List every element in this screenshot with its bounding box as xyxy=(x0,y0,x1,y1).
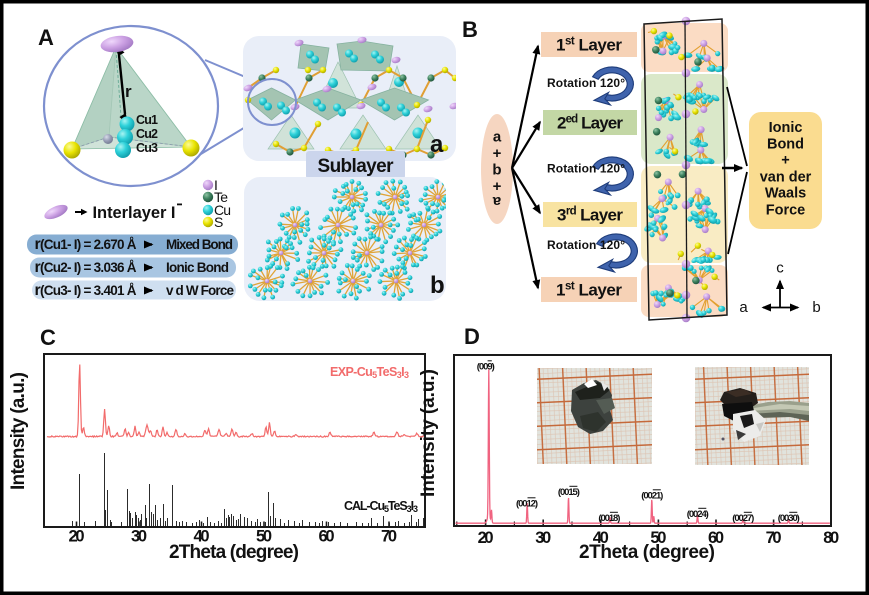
svg-text:b: b xyxy=(492,162,501,179)
svg-text:50: 50 xyxy=(256,528,272,546)
svg-text:Cu2: Cu2 xyxy=(136,127,158,141)
svg-text:Waals: Waals xyxy=(765,186,806,202)
svg-text:30: 30 xyxy=(535,529,551,547)
svg-text:a: a xyxy=(430,131,444,158)
svg-text:40: 40 xyxy=(194,528,210,546)
svg-text:2Theta (degree): 2Theta (degree) xyxy=(579,542,715,563)
svg-text:(0012): (0012) xyxy=(516,499,538,510)
svg-text:(0021): (0021) xyxy=(641,491,663,502)
svg-text:Cu3: Cu3 xyxy=(136,141,158,155)
svg-text:(0015): (0015) xyxy=(558,487,580,498)
svg-text:r: r xyxy=(125,82,132,101)
svg-text:r(Cu2- I) = 3.036 Å: r(Cu2- I) = 3.036 Å xyxy=(35,259,137,276)
svg-text:CAL-Cu5TeS3I3: CAL-Cu5TeS3I3 xyxy=(344,499,418,514)
svg-text:r(Cu3- I) = 3.401 Å: r(Cu3- I) = 3.401 Å xyxy=(35,282,137,299)
svg-text:60: 60 xyxy=(319,528,335,546)
svg-text:2Theta (degree): 2Theta (degree) xyxy=(169,542,299,563)
svg-text:v d W Force: v d W Force xyxy=(166,283,234,298)
svg-text:Force: Force xyxy=(766,203,806,219)
svg-text:+: + xyxy=(493,178,502,195)
svg-text:Rotation 120°: Rotation 120° xyxy=(547,162,625,176)
svg-text:+: + xyxy=(493,145,502,162)
svg-text:C: C xyxy=(40,325,56,350)
svg-text:Te: Te xyxy=(214,189,228,205)
svg-text:B: B xyxy=(462,17,478,42)
svg-text:a: a xyxy=(493,129,502,146)
svg-text:20: 20 xyxy=(69,528,85,546)
svg-text:60: 60 xyxy=(708,529,724,547)
svg-text:(0027): (0027) xyxy=(732,513,754,524)
svg-text:Cu1: Cu1 xyxy=(136,113,158,127)
svg-text:b: b xyxy=(812,299,820,316)
svg-text:(0024): (0024) xyxy=(687,509,709,520)
svg-text:(009): (009) xyxy=(477,362,495,373)
svg-text:van der: van der xyxy=(760,170,812,186)
svg-text:D: D xyxy=(464,324,480,349)
svg-text:Mixed Bond: Mixed Bond xyxy=(166,237,233,252)
svg-text:(0030): (0030) xyxy=(778,513,800,524)
svg-text:b: b xyxy=(430,272,445,299)
svg-text:+: + xyxy=(781,153,789,169)
svg-text:a: a xyxy=(492,193,501,210)
svg-text:40: 40 xyxy=(593,529,609,547)
svg-text:80: 80 xyxy=(823,529,839,547)
svg-text:Sublayer: Sublayer xyxy=(318,156,395,177)
svg-text:50: 50 xyxy=(650,529,666,547)
svg-text:Rotation 120°: Rotation 120° xyxy=(547,238,625,252)
svg-text:70: 70 xyxy=(766,529,782,547)
svg-text:Ionic: Ionic xyxy=(769,120,803,136)
svg-text:Ionic Bond: Ionic Bond xyxy=(166,260,229,275)
svg-text:a: a xyxy=(739,299,748,316)
svg-text:I: I xyxy=(214,177,218,193)
svg-text:Rotation 120°: Rotation 120° xyxy=(547,76,625,90)
svg-text:S: S xyxy=(214,214,223,230)
svg-text:Bond: Bond xyxy=(767,137,804,153)
svg-text:Interlayer I: Interlayer I xyxy=(93,204,176,222)
svg-text:c: c xyxy=(776,260,784,277)
svg-text:A: A xyxy=(38,25,54,50)
svg-text:Cu: Cu xyxy=(214,202,231,218)
svg-text:70: 70 xyxy=(381,528,397,546)
svg-text:20: 20 xyxy=(478,529,494,547)
svg-text:Intensity (a.u.): Intensity (a.u.) xyxy=(8,372,29,490)
svg-text:EXP-Cu5TeS3I3: EXP-Cu5TeS3I3 xyxy=(330,365,409,380)
svg-text:30: 30 xyxy=(131,528,147,546)
svg-text:r(Cu1- I) = 2.670 Å: r(Cu1- I) = 2.670 Å xyxy=(35,236,137,253)
svg-text:Intensity (a.u.): Intensity (a.u.) xyxy=(418,369,439,497)
svg-text:(0018): (0018) xyxy=(598,513,620,524)
